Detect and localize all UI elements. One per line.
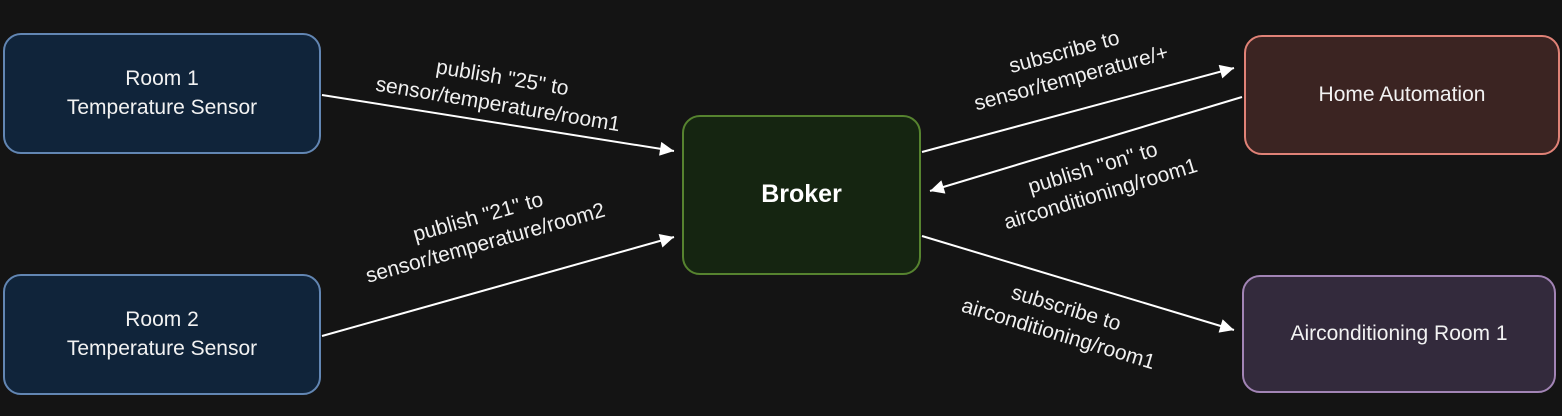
node-home-automation-label: Home Automation: [1318, 82, 1486, 106]
node-room1-temperature-sensor: Room 1 Temperature Sensor: [3, 33, 321, 154]
node-room2-label-line2: Temperature Sensor: [66, 336, 258, 360]
node-room1-label-line1: Room 1: [125, 67, 199, 91]
node-broker: Broker: [682, 115, 921, 275]
arrow-subscribe-airconditioning-to-ac-room1: [921, 235, 1235, 333]
arrow-subscribe-temperature-to-home-automation: [921, 64, 1235, 153]
node-room1-label-line2: Temperature Sensor: [66, 95, 258, 119]
node-home-automation: Home Automation: [1244, 35, 1560, 155]
node-broker-label: Broker: [761, 180, 842, 209]
arrow-publish-room1-to-broker: [321, 94, 675, 156]
arrow-publish-room2-to-broker: [321, 234, 675, 337]
node-room2-temperature-sensor: Room 2 Temperature Sensor: [3, 274, 321, 395]
node-airconditioning-room1-label: Airconditioning Room 1: [1290, 321, 1508, 345]
arrow-publish-on-to-broker: [929, 96, 1243, 194]
node-airconditioning-room1: Airconditioning Room 1: [1242, 275, 1556, 393]
node-room2-label-line1: Room 2: [125, 308, 199, 332]
